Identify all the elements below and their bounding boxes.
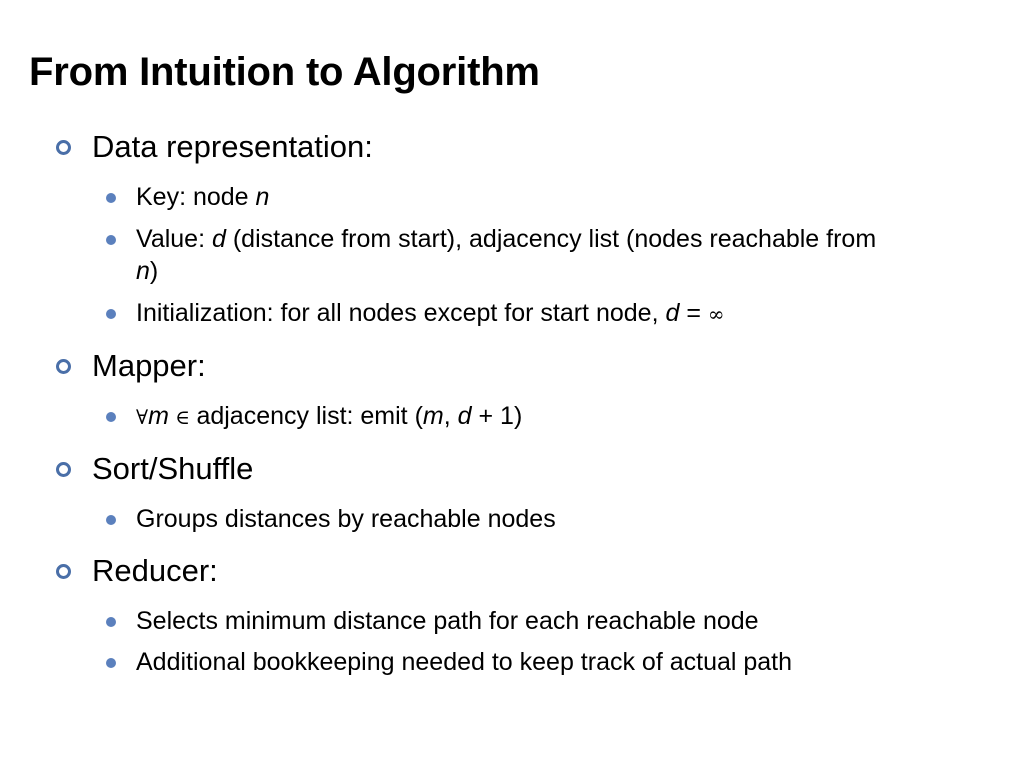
dot-bullet-icon — [106, 309, 116, 319]
section-heading-reducer: Reducer: — [56, 553, 218, 589]
bullet-initialization: Initialization: for all nodes except for… — [106, 297, 996, 330]
section-heading-sort-shuffle: Sort/Shuffle — [56, 451, 253, 487]
section-heading-mapper: Mapper: — [56, 348, 206, 384]
ring-bullet-icon — [56, 462, 71, 477]
ring-bullet-icon — [56, 359, 71, 374]
bullet-selects-minimum: Selects minimum distance path for each r… — [106, 605, 996, 637]
dot-bullet-icon — [106, 412, 116, 422]
bullet-bookkeeping: Additional bookkeeping needed to keep tr… — [106, 646, 996, 678]
dot-bullet-icon — [106, 658, 116, 668]
section-heading-data-representation: Data representation: — [56, 129, 373, 165]
bullet-mapper-emit: ∀m ∈ adjacency list: emit (m, d + 1) — [106, 400, 996, 433]
slide-title: From Intuition to Algorithm — [29, 50, 540, 94]
bullet-groups-distances: Groups distances by reachable nodes — [106, 503, 996, 535]
dot-bullet-icon — [106, 193, 116, 203]
ring-bullet-icon — [56, 564, 71, 579]
bullet-value: Value: d (distance from start), adjacenc… — [106, 223, 996, 287]
bullet-key: Key: node n — [106, 181, 996, 213]
ring-bullet-icon — [56, 140, 71, 155]
dot-bullet-icon — [106, 515, 116, 525]
dot-bullet-icon — [106, 617, 116, 627]
dot-bullet-icon — [106, 235, 116, 245]
